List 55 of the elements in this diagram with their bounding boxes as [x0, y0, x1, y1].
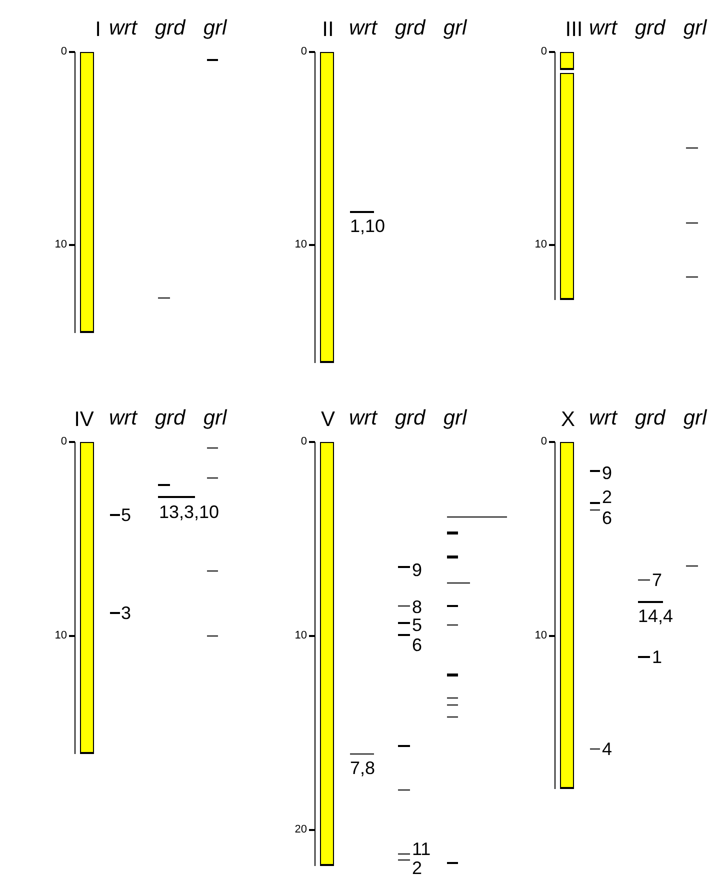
tick-label: 0: [60, 46, 67, 58]
column-header: wrt: [109, 18, 137, 38]
column-header: grd: [154, 18, 186, 38]
tick-label: 10: [54, 240, 67, 250]
column-header: grd: [634, 408, 666, 428]
locus-number: 8: [412, 598, 422, 616]
locus-number: 9: [602, 464, 612, 482]
tick-label: 0: [540, 436, 547, 448]
locus-number: 2: [602, 488, 612, 506]
locus-number: 3: [121, 604, 132, 622]
tick-label: 10: [534, 630, 547, 642]
column-header: grd: [394, 408, 426, 428]
locus-number: 4: [602, 740, 612, 758]
tick-label: 0: [540, 46, 547, 58]
locus-number: 13,3,10: [159, 503, 220, 521]
chromosome-label: IV: [74, 409, 94, 430]
locus-number: 7: [652, 571, 662, 589]
column-header: grd: [154, 408, 186, 428]
chromosome-label: I: [95, 19, 101, 40]
locus-number: 6: [602, 509, 612, 527]
locus-number: 9: [412, 561, 422, 579]
column-header: grl: [443, 18, 467, 38]
column-header: wrt: [109, 408, 137, 428]
tick-label: 10: [294, 630, 307, 642]
tick-label: 0: [300, 46, 307, 58]
locus-number: 5: [412, 616, 422, 634]
chromosome-label: II: [322, 19, 334, 40]
column-header: grl: [683, 18, 707, 38]
chromosome-label: V: [321, 409, 335, 430]
locus-number: 5: [121, 506, 132, 524]
locus-number: 2: [412, 859, 422, 877]
column-header: grl: [683, 408, 707, 428]
column-header: wrt: [589, 408, 617, 428]
locus-number: 7,8: [350, 759, 376, 777]
column-header: grd: [634, 18, 666, 38]
tick-label: 10: [534, 240, 547, 250]
column-header: grl: [443, 408, 467, 428]
locus-number: 1: [652, 648, 662, 666]
locus-number: 14,4: [638, 607, 674, 625]
tick-label: 10: [294, 240, 307, 250]
column-header: grl: [203, 408, 227, 428]
column-header: wrt: [349, 18, 377, 38]
column-header: grl: [203, 18, 227, 38]
chromosome-label: X: [561, 409, 575, 430]
locus-number: 11: [412, 840, 431, 858]
tick-label: 10: [54, 630, 67, 642]
tick-label: 20: [294, 824, 307, 836]
column-header: wrt: [589, 18, 617, 38]
column-header: grd: [394, 18, 426, 38]
chromosome-label: III: [565, 19, 583, 40]
tick-label: 0: [60, 436, 67, 448]
locus-number: 1,10: [350, 217, 386, 235]
locus-number: 6: [412, 636, 422, 654]
column-header: wrt: [349, 408, 377, 428]
tick-label: 0: [300, 436, 307, 448]
